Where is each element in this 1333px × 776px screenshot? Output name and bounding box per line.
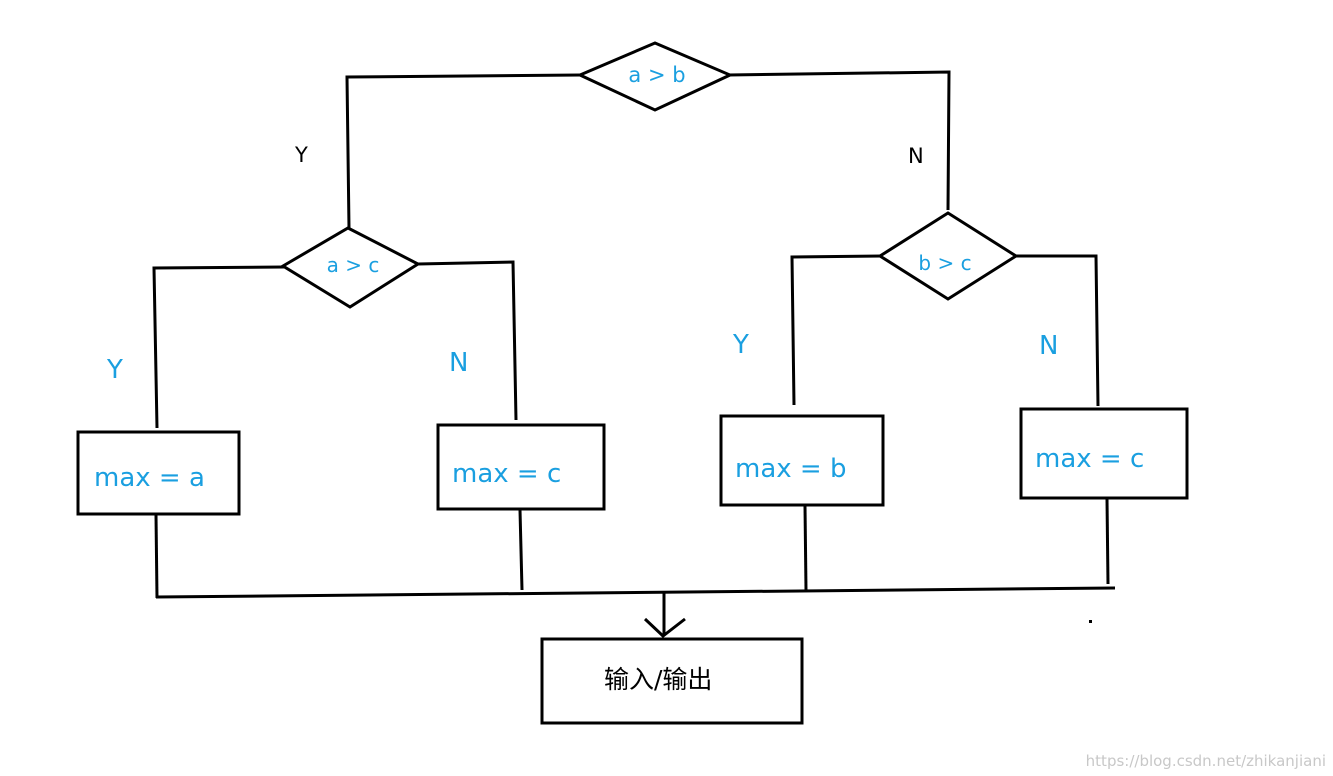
box-max-c-left-shape: [436, 423, 606, 511]
decision-left-shape: [280, 226, 422, 309]
decision-top: a > b: [576, 41, 734, 112]
box-max-c-right-shape: [1019, 407, 1189, 500]
connector-left-yes: [152, 265, 285, 429]
branch-label-right-yes: Y: [732, 330, 749, 360]
branch-label-top-yes: Y: [294, 143, 308, 167]
stray-dot: [1089, 620, 1092, 623]
decision-right-label: b > c: [918, 251, 971, 275]
connector-right-yes: [790, 254, 883, 406]
connector-drop-b: [803, 505, 808, 591]
watermark-text: https://blog.csdn.net/zhikanjiani: [1086, 752, 1326, 770]
connector-top-to-right: [727, 70, 951, 211]
box-max-c-right: max = c: [1019, 407, 1189, 500]
box-max-c-left: max = c: [436, 423, 606, 511]
box-max-a: max = a: [76, 430, 241, 516]
box-output: 输入/输出: [540, 637, 804, 725]
connector-lines: [152, 70, 1116, 638]
decision-right: b > c: [877, 211, 1019, 301]
decision-left: a > c: [280, 226, 422, 309]
box-max-b-label: max = b: [735, 454, 846, 484]
connector-drop-a: [154, 514, 159, 599]
connector-merge: [155, 586, 1116, 599]
decision-top-label: a > b: [628, 63, 685, 87]
decision-left-label: a > c: [327, 253, 380, 277]
box-max-a-label: max = a: [94, 463, 205, 493]
decision-right-shape: [877, 211, 1019, 301]
arrow-head-icon: [643, 617, 686, 638]
box-max-a-shape: [76, 430, 241, 516]
branch-label-left-no: N: [449, 348, 468, 378]
connector-left-no: [417, 260, 518, 421]
branch-label-top-no: N: [908, 144, 924, 168]
box-output-label: 输入/输出: [604, 665, 712, 694]
box-max-c-left-label: max = c: [452, 459, 561, 489]
box-max-c-right-label: max = c: [1035, 444, 1144, 474]
branch-label-right-no: N: [1039, 331, 1058, 361]
connector-drop-c-left: [518, 509, 524, 591]
connector-drop-c-right: [1105, 498, 1110, 585]
connector-top-to-left: [345, 73, 581, 229]
box-max-b-shape: [719, 414, 885, 507]
box-max-b: max = b: [719, 414, 885, 507]
connector-right-no: [1016, 254, 1100, 407]
branch-label-left-yes: Y: [106, 355, 123, 385]
decision-top-shape: [576, 41, 734, 112]
box-output-shape: [540, 637, 804, 725]
